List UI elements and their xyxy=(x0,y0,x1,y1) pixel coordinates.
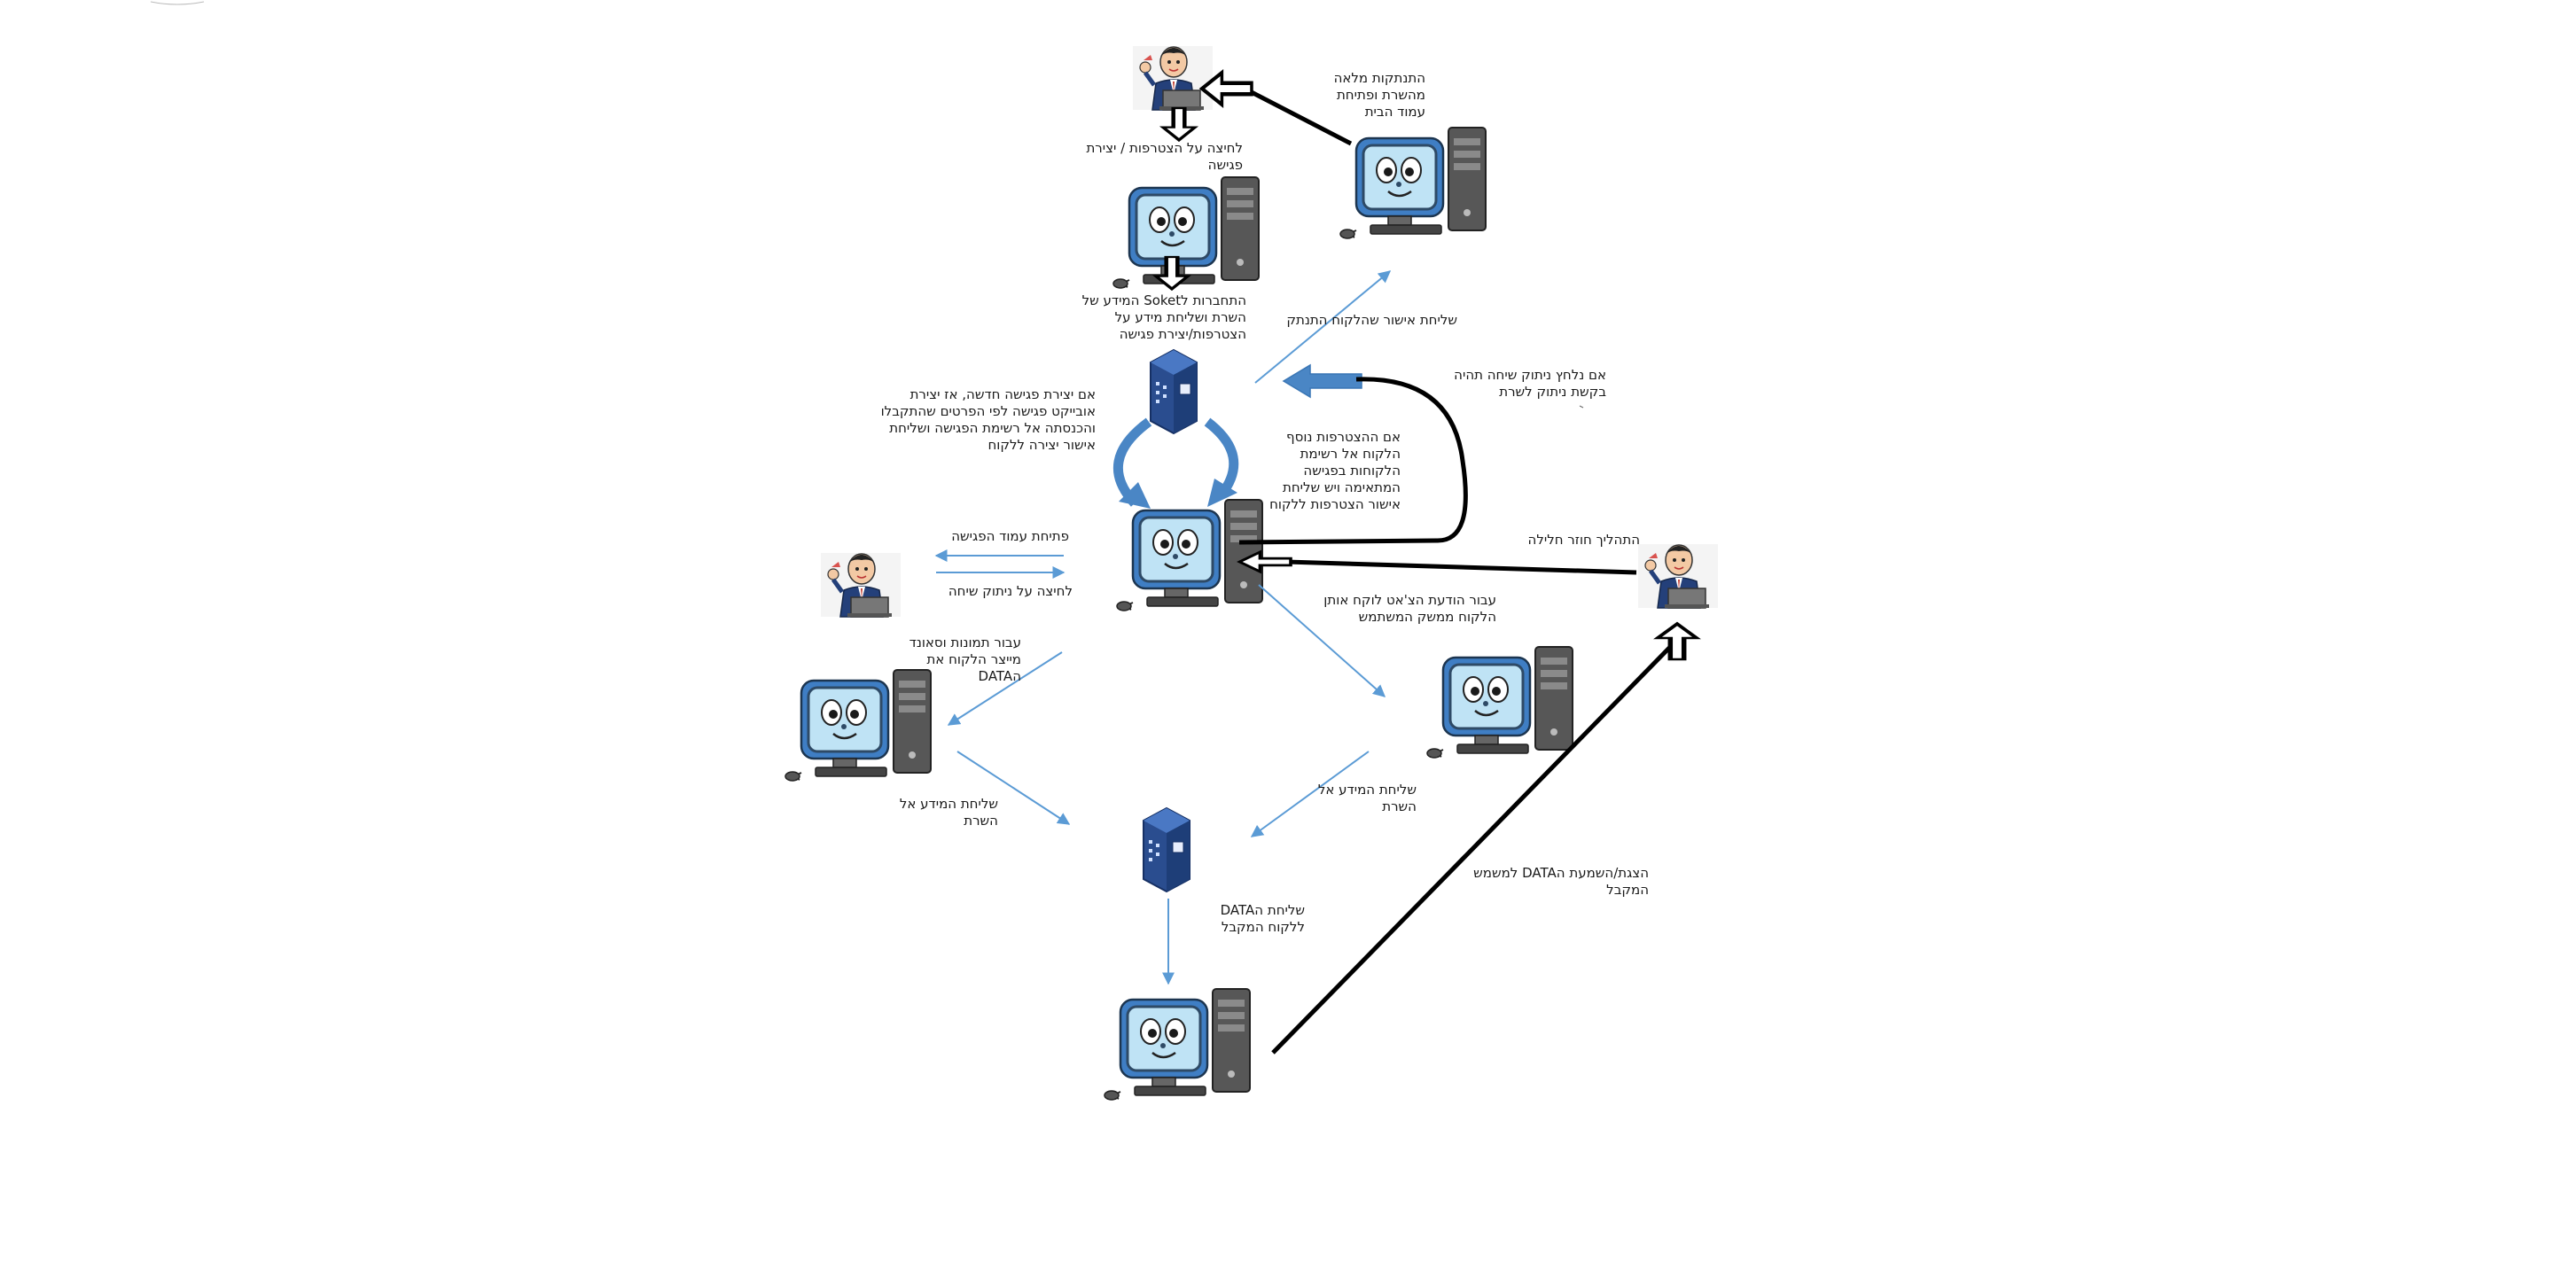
label-send-info-right: שליחת המידע אל השרת xyxy=(1317,782,1417,814)
label-hangup-request: אם נלחץ ניתוק שיחה תהיה בקשת ניתוק לשרת xyxy=(1454,367,1606,400)
computer-right-icon xyxy=(1425,645,1574,759)
computer-bottom-icon xyxy=(1103,987,1252,1102)
label-socket-connect: התחברות לSoket המידע של השרת ושליחת מידע… xyxy=(1081,292,1246,342)
user-left-icon xyxy=(821,553,901,617)
server-top-icon xyxy=(1150,349,1198,434)
line-display-to-user xyxy=(1271,640,1677,1055)
label-open-meeting-page: פתיחת עמוד הפגישה xyxy=(951,528,1069,544)
label-full-disconnect: התנתקות מלאה מהשרת ופתיחת עמוד הבית xyxy=(1333,70,1425,120)
label-click-hangup: לחיצה על ניתוק שיחה xyxy=(948,583,1073,599)
computer-client-top-icon xyxy=(1112,175,1261,290)
curved-arrow-right-head xyxy=(1207,479,1237,507)
block-arrow-hangup-request xyxy=(1282,363,1362,399)
label-display-data: הצגת/השמעת הDATA למשמש המקבל xyxy=(1473,865,1649,898)
label-send-info-left: שליחת המידע אל השרת xyxy=(899,796,998,829)
line-repeat-to-center xyxy=(1256,558,1637,575)
label-join-meeting: אם ההצטרפות נוסף הלקוח אל רשימת הלקוחות … xyxy=(1269,429,1401,512)
label-process-repeats: התהליך חוזר חלילה xyxy=(1527,532,1640,548)
arrow-to-disconnect-computer xyxy=(1254,270,1392,384)
user-right-icon xyxy=(1638,544,1718,608)
stray-arc xyxy=(150,1,205,5)
label-disconnect-confirmation: שליחת אישור שהלקוח התנתק xyxy=(1286,312,1457,328)
arrow-to-media-computer xyxy=(947,651,1063,726)
label-send-data-receiver: שליחת הDATA ללקוח המקבל xyxy=(1220,902,1305,935)
line-disconnect-to-user xyxy=(1243,86,1353,146)
curved-arrow-left-head xyxy=(1119,482,1151,509)
arrow-to-chat-computer xyxy=(1258,584,1386,697)
label-chat-message: עבור הודעת הצ'אט לוקח אותן הלקוח ממשק המ… xyxy=(1323,592,1496,625)
arrow-left-to-server xyxy=(956,751,1071,825)
user-top-icon xyxy=(1133,46,1213,110)
stray-mark xyxy=(1579,405,1584,409)
label-new-meeting: אם יצירת פגישה חדשה, אז יצירת אובייקט פג… xyxy=(880,386,1096,453)
label-click-join-create: לחיצה על הצטרפות / יצירת פגישה xyxy=(1086,140,1243,173)
computer-left-icon xyxy=(784,668,933,782)
hollow-arrow-user-down xyxy=(1163,108,1195,140)
computer-center-icon xyxy=(1115,498,1264,612)
computer-top-right-icon xyxy=(1339,126,1487,240)
line-hangup-loop xyxy=(1238,377,1468,545)
server-bottom-icon xyxy=(1143,807,1190,892)
label-images-sound: עבור תמונות וסאונד מייצר הלקוח את הDATA xyxy=(909,634,1021,684)
arrow-right-to-server xyxy=(1250,751,1370,837)
